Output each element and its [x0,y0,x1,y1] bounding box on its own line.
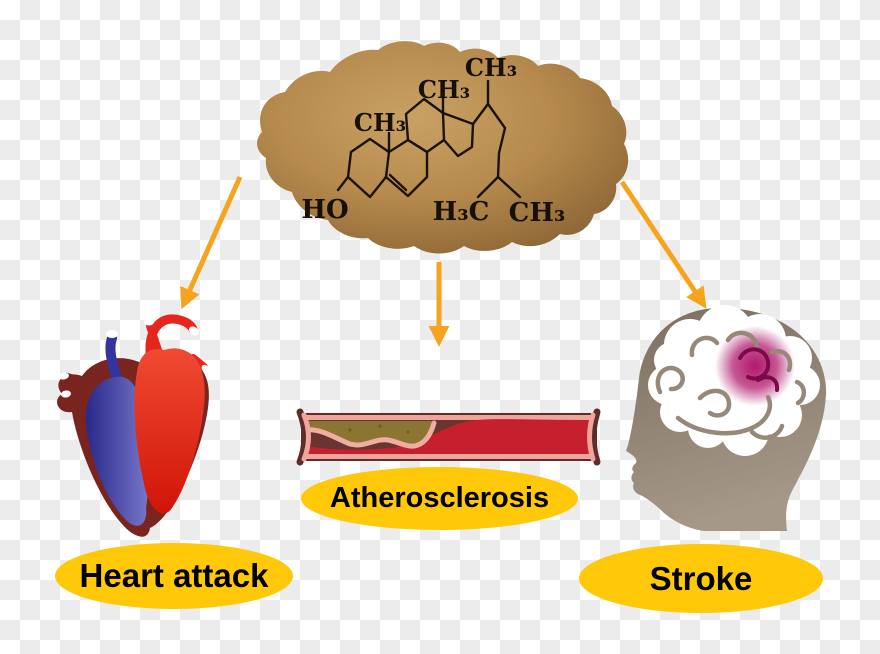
heart-left-stub-1 [61,372,89,388]
artery-illustration [296,408,601,466]
brain-gyri [655,330,807,440]
stroke-spot-gyri [738,347,780,392]
molecule-label-top-ch3: CH₃ [464,53,518,82]
molecule-label-ho: HO [301,195,349,225]
heart-blue-chamber [85,376,150,526]
stroke-label-text: Stroke [649,559,753,597]
heart-illustration [57,314,211,537]
molecule-label-bottom-ch3: CH₃ [508,198,566,228]
heart-attack-label: Heart attack [55,543,293,609]
artery-blood [306,419,592,454]
head-brain-illustration [626,305,827,531]
heart-left-stub-2 [63,390,91,404]
arrow-right [619,180,707,309]
cholesterol-structure-lines [336,79,522,199]
atherosclerosis-label-text: Atherosclerosis [329,482,550,514]
cholesterol-blob [257,41,629,254]
molecule-label-mid-ch3: CH₃ [417,75,471,104]
molecule-label-ring-ch3: CH₃ [353,108,407,137]
arrow-left [180,175,243,310]
heart-blue-vessel [105,333,123,387]
arrows [180,175,707,347]
stroke-label: Stroke [579,544,823,613]
heart-attack-label-text: Heart attack [79,557,269,594]
heart-red-chamber [134,348,205,514]
atherosclerosis-label: Atherosclerosis [301,467,578,530]
molecule-label-h3c: H₃C [432,197,490,227]
artery-plaque [306,421,432,445]
